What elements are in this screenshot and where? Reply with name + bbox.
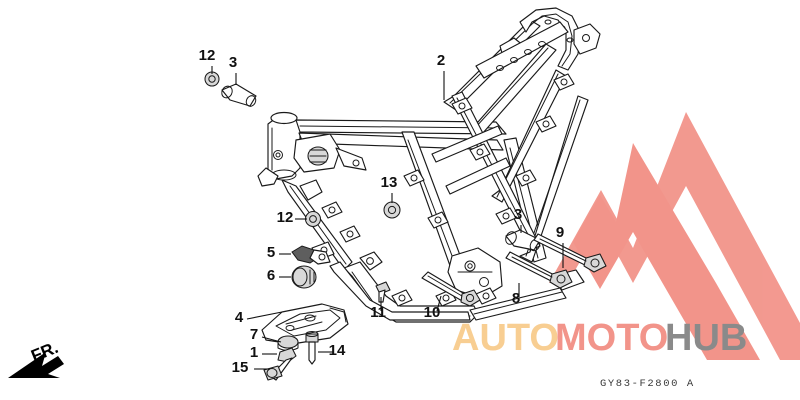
- callout-number: 11: [370, 304, 386, 321]
- rear-subframe-loop: [475, 7, 601, 79]
- part-cable-clamp: [291, 245, 331, 265]
- wordmark-hub: HUB: [665, 317, 747, 359]
- part-rubber-grommet: [291, 265, 317, 289]
- callout-number: 7: [250, 326, 258, 343]
- part-lock-nut-upper-left: [204, 71, 220, 87]
- part-code-label: GY83-F2800 A: [600, 378, 695, 390]
- front-direction-indicator: FR.: [8, 338, 64, 378]
- callout-number: 4: [235, 309, 244, 326]
- callout-number: 12: [277, 209, 294, 226]
- steering-head-tube: [257, 111, 301, 187]
- callout-13-nut-center: 13: [381, 174, 398, 203]
- callout-15-washer-bolt: 15: [232, 359, 270, 376]
- callout-leader-line: [436, 295, 442, 312]
- part-collar-lower: [277, 335, 299, 351]
- callout-12-lock-nut-upper-left: 12: [199, 47, 216, 74]
- callout-7-collar-lower: 7: [250, 326, 282, 343]
- callout-14-flange-bolt: 14: [318, 342, 346, 359]
- wordmark-moto: MOTO: [555, 317, 668, 359]
- callout-8-flange-bolt-long-lower: 8: [512, 283, 520, 307]
- wordmark-auto: AUTO: [452, 317, 559, 359]
- part-distance-collar-right: [505, 229, 541, 252]
- callout-5-cable-clamp: 5: [267, 244, 291, 261]
- callout-9-flange-bolt-long-upper: 9: [556, 224, 564, 268]
- callout-11-small-bolt: 11: [370, 297, 386, 321]
- callout-1-bolt-lower: 1: [250, 344, 277, 361]
- callout-number: 15: [232, 359, 249, 376]
- callout-number: 13: [381, 174, 398, 191]
- part-washer-bolt: [263, 365, 283, 381]
- callout-leader-line: [261, 336, 282, 343]
- callout-number: 6: [267, 267, 275, 284]
- part-nut-center: [383, 201, 401, 219]
- callout-2-main-frame-body: 2: [437, 52, 445, 100]
- engine-mount-lugs: [321, 73, 575, 307]
- callout-3-distance-collar-right: 3: [514, 206, 522, 233]
- callout-number: 14: [329, 342, 346, 359]
- callout-4-skid-plate: 4: [235, 309, 283, 326]
- seat-rail-lower: [491, 69, 589, 263]
- callout-6-rubber-grommet: 6: [267, 267, 291, 284]
- callout-10-long-bolt-center: 10: [424, 295, 442, 321]
- callout-number: 10: [424, 304, 441, 321]
- callout-number: 12: [199, 47, 216, 64]
- part-distance-collar-upper-left: [221, 83, 257, 107]
- watermark-wordmark: AUTO MOTO HUB: [452, 317, 747, 359]
- part-flange-bolt: [305, 331, 319, 365]
- callout-number: 8: [512, 290, 520, 307]
- callout-number: 5: [267, 244, 275, 261]
- watermark-logo: [549, 112, 800, 360]
- callout-number: 3: [229, 54, 237, 71]
- callout-number: 2: [437, 52, 445, 69]
- part-flange-bolt-long-lower: [505, 251, 573, 289]
- callout-number: 9: [556, 224, 564, 241]
- callout-3-distance-collar-upper-left: 3: [229, 54, 237, 85]
- part-long-bolt-center: [421, 271, 481, 307]
- callout-12-lock-nut-left: 12: [277, 209, 307, 226]
- callout-number: 3: [514, 206, 522, 223]
- callout-leader-line: [246, 311, 283, 320]
- part-skid-plate: [261, 303, 349, 345]
- watermark-logo-shape: [573, 143, 760, 360]
- callout-number: 1: [250, 344, 258, 361]
- part-lock-nut-left: [304, 210, 322, 228]
- cross-brace-upper: [431, 125, 511, 195]
- headstock-gusset: [293, 133, 367, 173]
